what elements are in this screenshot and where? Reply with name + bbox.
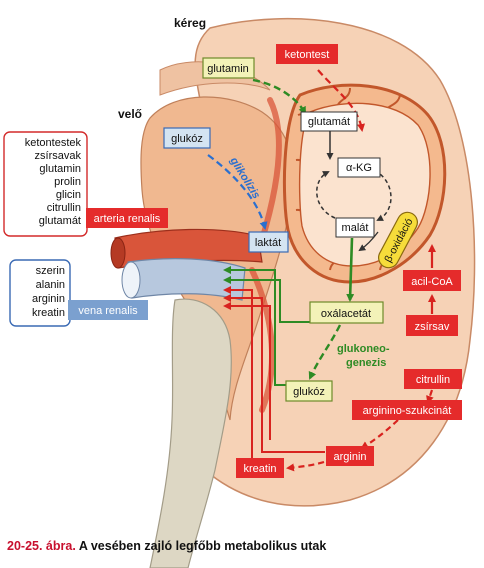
node-akg: [337, 157, 381, 178]
artery-input-box: [3, 131, 88, 237]
interlobar-vessel: [249, 97, 282, 413]
node-ketontest-label: ketontest: [285, 49, 330, 61]
node-akg-label: α-KG: [346, 162, 372, 174]
node-glutamin-label: glutamin: [207, 63, 249, 75]
return-line-oxalacetat: [223, 276, 312, 323]
node-zsirsav-label: zsírsav: [415, 321, 450, 333]
node-arginino-label: arginino-szukcinát: [363, 405, 452, 417]
label-glukoneogenezis-2: genezis: [346, 357, 386, 369]
artery-input-0: ketontestek: [25, 137, 82, 149]
node-zsirsav: [406, 315, 458, 336]
node-glutamat-label: glutamát: [308, 116, 350, 128]
node-laktat-label: laktát: [255, 237, 281, 249]
label-glukoneogenezis-1: glukoneo-: [337, 343, 390, 355]
node-laktat: [248, 231, 289, 253]
artery-label: arteria renalis: [94, 213, 161, 225]
node-glutamat: [300, 111, 358, 132]
figure-number: 20-25. ábra.: [7, 539, 76, 553]
arrow-arginino-to-arginin: [360, 419, 399, 450]
node-glukoz-top: [163, 127, 211, 149]
artery-input-5: citrullin: [47, 202, 81, 214]
artery-input-4: glicin: [56, 189, 81, 201]
node-kreatin: [236, 458, 284, 478]
vein-output-0: szerin: [36, 265, 65, 277]
vein-label-box: [68, 300, 148, 320]
arrow-glikolizis: [207, 154, 268, 230]
node-arginino: [352, 400, 462, 420]
arrow-arginin-to-kreatin: [286, 460, 325, 472]
arrow-beta-oxidation: [358, 231, 379, 252]
vein-output-2: arginin: [32, 293, 65, 305]
artery-input-6: glutamát: [39, 215, 81, 227]
node-glukoz-bottom: [285, 380, 333, 402]
node-citrullin-label: citrullin: [416, 374, 450, 386]
node-citrullin: [404, 369, 462, 389]
node-arginin-label: arginin: [333, 451, 366, 463]
artery-input-1: zsírsavak: [35, 150, 82, 162]
node-oxalacetat: [309, 301, 384, 324]
figure-caption: 20-25. ábra. A vesében zajló legfőbb met…: [7, 539, 326, 553]
arrow-oxalacetat-to-glukoz: [308, 324, 342, 380]
vein-label: vena renalis: [78, 305, 138, 317]
artery-opening: [110, 237, 126, 269]
node-acil-coa-label: acil-CoA: [411, 276, 453, 288]
node-acil-coa: [403, 270, 461, 291]
artery-label-box: [86, 208, 168, 228]
vein-opening: [121, 261, 141, 299]
region-medulla-label: velő: [118, 107, 142, 121]
node-malat-label: malát: [342, 222, 369, 234]
arrow-malat-to-oxalacetat: [346, 237, 355, 302]
vein-output-3: kreatin: [32, 307, 65, 319]
arrow-ketontest-to-mito: [317, 69, 365, 132]
arrow-glutamin-to-glutamat: [252, 78, 307, 115]
return-line-arginin: [223, 294, 325, 453]
return-line-extra: [223, 302, 271, 440]
node-oxalacetat-label: oxálacetát: [321, 308, 371, 320]
node-arginin: [326, 446, 374, 466]
node-ketontest: [276, 44, 338, 64]
vein-output-1: alanin: [36, 279, 65, 291]
node-kreatin-label: kreatin: [243, 463, 276, 475]
artery-input-2: glutamin: [39, 163, 81, 175]
node-malat: [335, 217, 375, 238]
return-line-kreatin: [223, 286, 253, 458]
vein-output-box: [9, 259, 71, 327]
vena-renalis-vessel: [127, 258, 246, 301]
node-glukoz-top-label: glukóz: [171, 133, 203, 145]
figure-title: A vesében zajló legfőbb metabolikus utak: [78, 539, 327, 553]
ureter: [149, 298, 232, 568]
artery-input-3: prolin: [54, 176, 81, 188]
node-glukoz-bottom-label: glukóz: [293, 386, 325, 398]
krebs-cycle-arc-left: [316, 171, 336, 219]
region-cortex-label: kéreg: [174, 16, 206, 30]
node-glutamin: [202, 57, 255, 79]
